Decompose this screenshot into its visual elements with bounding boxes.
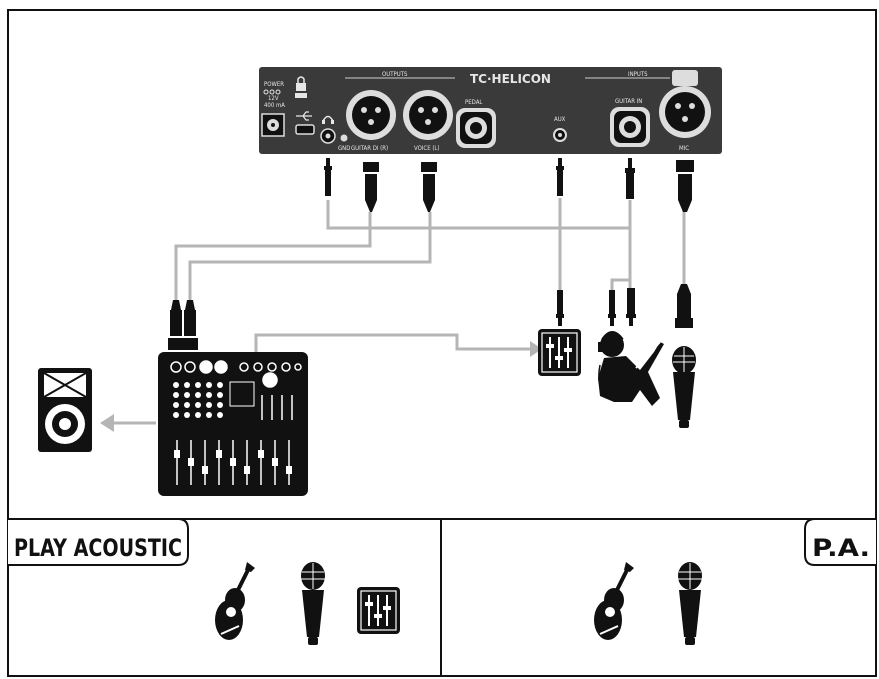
inputs-label: INPUTS: [628, 71, 648, 78]
power-label: POWER: [264, 81, 284, 88]
aux-plug-bottom: [556, 290, 564, 326]
xlr-plug-voice-top: [421, 162, 437, 212]
gnd-label: GND: [338, 145, 350, 152]
guitar-in-label: GUITAR IN: [615, 98, 642, 105]
xlr-input-mic: [659, 70, 711, 138]
headphone-icon: [322, 115, 334, 124]
mic-label: MIC: [679, 145, 689, 152]
xlr-plug-mic-top: [676, 160, 694, 212]
microphone-icon: [672, 346, 696, 428]
acoustic-guitar-icon: [594, 562, 634, 640]
right-panel-tab: [804, 518, 876, 566]
left-panel-tab: [8, 518, 189, 566]
xlr-plug-mic-bottom: [675, 284, 693, 328]
cables: [112, 198, 686, 425]
outputs-label: OUTPUTS: [382, 71, 408, 78]
xlr-output-voice: [403, 90, 453, 140]
aux-plug-top: [556, 158, 564, 196]
pedal-label: PEDAL: [465, 99, 482, 106]
speaker-icon: [38, 368, 92, 452]
play-acoustic-title: PLAY ACOUSTIC: [14, 534, 182, 562]
pedal-jack: [456, 108, 496, 148]
xlr-output-guitar: [346, 90, 396, 140]
arrow-to-headphone-mixer: [530, 341, 542, 357]
microphone-icon: [301, 562, 325, 645]
usb-port: [295, 124, 315, 135]
xlr-plug-mixer-left: [168, 300, 184, 350]
guitarist-plug-b: [626, 288, 636, 326]
arrow-to-speaker: [100, 414, 114, 432]
guitarist-icon: [598, 331, 664, 406]
guitarist-plug-a: [608, 290, 616, 326]
power-polarity-icon: [263, 89, 281, 95]
guitar-di-label: GUITAR DI (R): [351, 145, 388, 152]
usb-icon: [296, 111, 312, 121]
plugs: [168, 158, 694, 350]
gnd-button: [340, 134, 348, 142]
xlr-plug-guitar-top: [363, 162, 379, 212]
acoustic-guitar-icon: [215, 562, 255, 640]
voice-label: VOICE (L): [414, 145, 440, 152]
microphone-icon: [678, 562, 702, 645]
power-voltage: 12V: [268, 95, 279, 102]
headphone-mixer-icon: [538, 329, 581, 376]
mixer-icon: [158, 352, 308, 496]
guitar-in-jack: [610, 107, 650, 147]
mixer-icon: [357, 587, 400, 634]
brand-logo: TC·HELICON: [470, 72, 551, 86]
aux-label: AUX: [554, 116, 566, 123]
headphone-plug: [324, 158, 332, 196]
pa-title: P.A.: [812, 534, 870, 562]
xlr-plug-mixer-right: [182, 300, 198, 350]
guitar-in-plug: [625, 158, 635, 199]
tc-helicon-device: TC·HELICON OUTPUTS INPUTS POWER 12V 400 …: [259, 67, 722, 154]
power-current: 400 mA: [264, 102, 285, 109]
lock-icon: [295, 76, 307, 98]
